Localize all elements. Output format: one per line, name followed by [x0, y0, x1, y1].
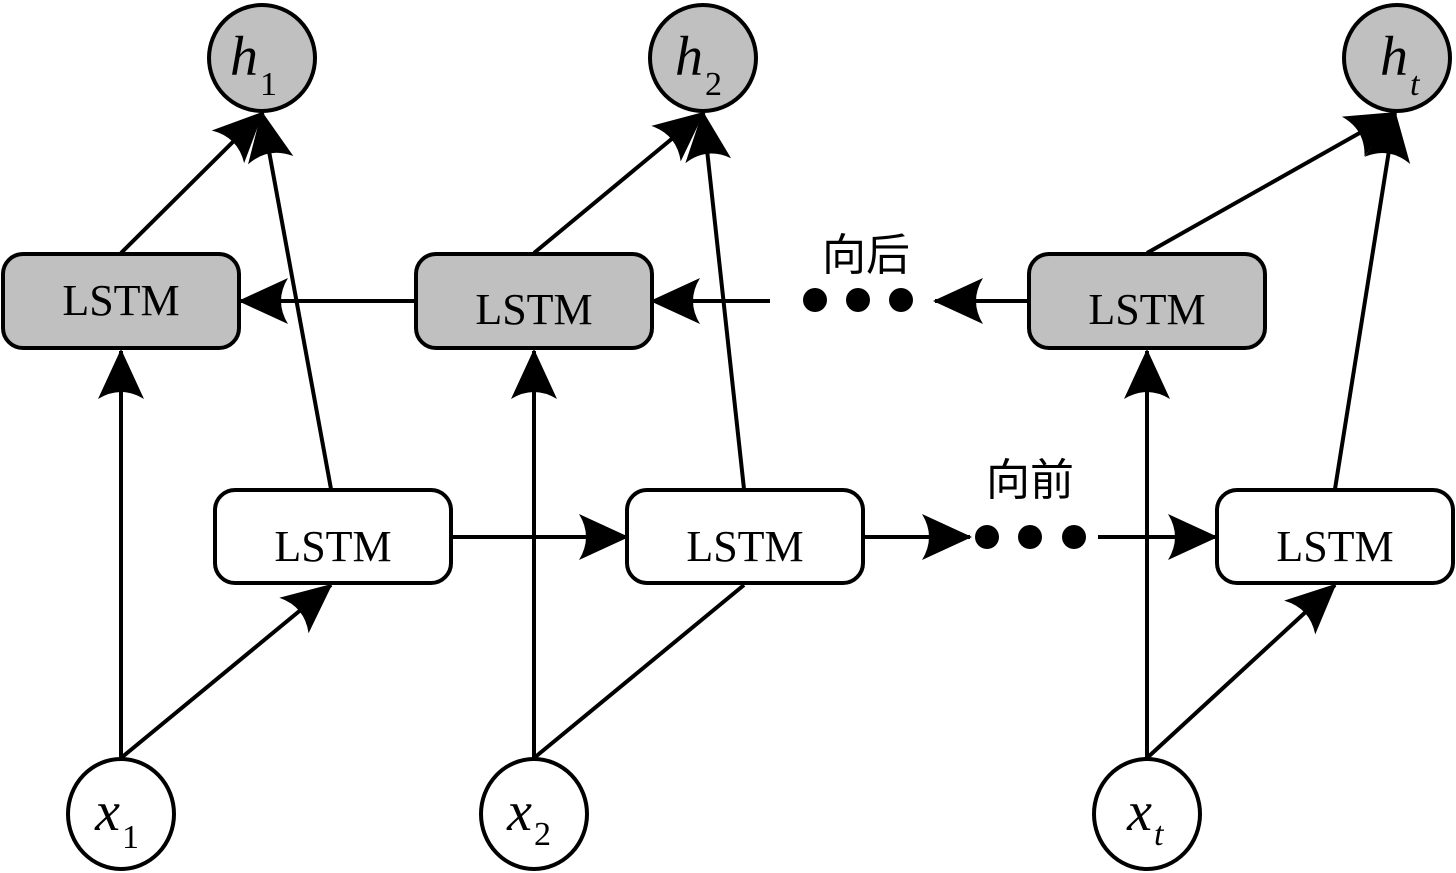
cell-label: LSTM: [274, 522, 391, 571]
edge-xt-forwardt: [1145, 583, 1337, 760]
forward-lstm-cell-t: LSTM: [1215, 488, 1455, 585]
backward-lstm-cell-2: LSTM: [414, 252, 654, 350]
edge-backwardt-ht: [1146, 111, 1397, 255]
input-node-x2: x 2: [479, 757, 589, 871]
edge-x2-forward2: [532, 583, 746, 760]
input-base: x: [94, 781, 120, 843]
edge-backward2-h2: [532, 111, 705, 255]
output-node-h1: h 1: [207, 3, 317, 113]
input-subscript: t: [1154, 816, 1165, 853]
backward-ellipsis: [803, 288, 913, 312]
input-base: x: [1126, 781, 1152, 843]
input-node-xt: x t: [1092, 757, 1202, 871]
forward-lstm-cell-1: LSTM: [213, 488, 453, 585]
forward-ellipsis: [975, 525, 1086, 549]
edge-forwardt-ht: [1333, 111, 1411, 490]
cell-label: LSTM: [1276, 522, 1393, 571]
output-base: h: [230, 26, 258, 88]
edge-backward1-h1: [119, 111, 264, 255]
output-subscript: 2: [705, 66, 722, 103]
input-subscript: 2: [534, 816, 551, 853]
edge-x1-forward1: [119, 583, 333, 760]
output-subscript: t: [1410, 66, 1421, 103]
cell-label: LSTM: [475, 285, 592, 334]
input-node-x1: x 1: [66, 757, 176, 871]
backward-direction-label: 向后: [822, 230, 910, 281]
input-base: x: [506, 781, 532, 843]
cell-label: LSTM: [686, 522, 803, 571]
forward-direction-label: 向前: [986, 455, 1074, 506]
forward-lstm-cell-2: LSTM: [625, 488, 865, 585]
output-base: h: [1380, 26, 1408, 88]
cell-label: LSTM: [1088, 285, 1205, 334]
output-node-h2: h 2: [648, 3, 758, 113]
output-subscript: 1: [260, 66, 277, 103]
cell-label: LSTM: [62, 276, 179, 325]
output-base: h: [675, 26, 703, 88]
backward-lstm-cell-t: LSTM: [1027, 252, 1267, 350]
output-node-ht: h t: [1342, 3, 1452, 113]
backward-lstm-cell-1: LSTM: [1, 252, 241, 350]
input-subscript: 1: [122, 819, 139, 856]
